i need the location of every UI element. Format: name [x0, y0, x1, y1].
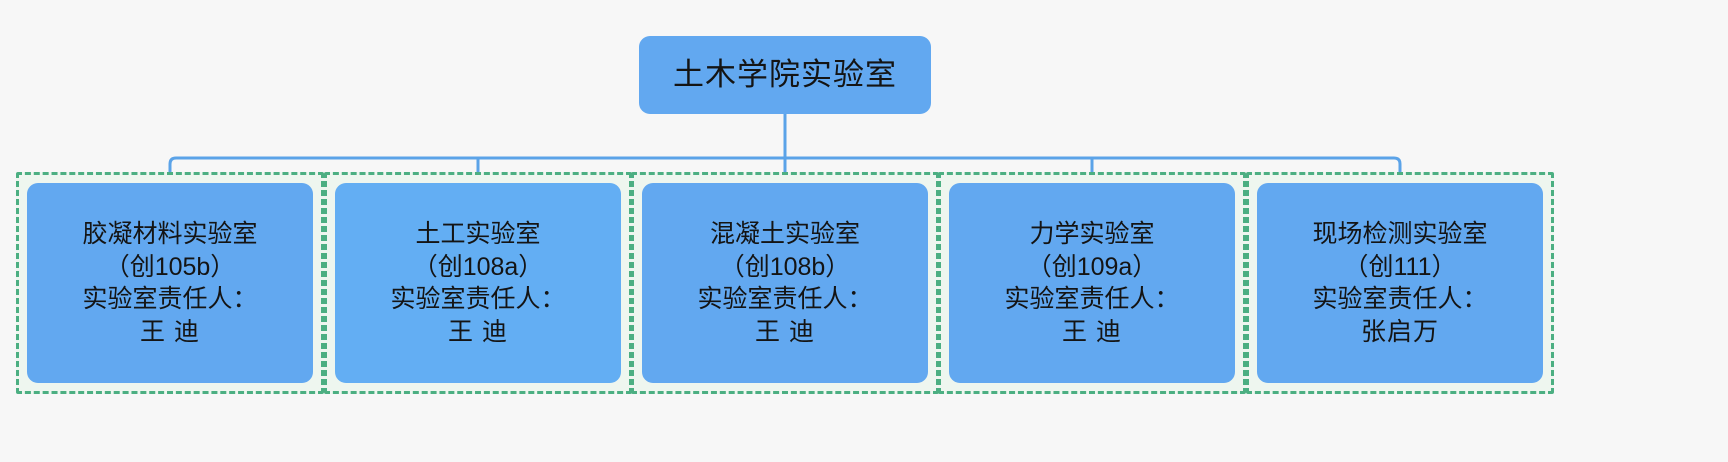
lab-node-2[interactable]: 土工实验室 （创108a） 实验室责任人： 王 迪 — [335, 183, 621, 383]
lab-node-4[interactable]: 力学实验室 （创109a） 实验室责任人： 王 迪 — [949, 183, 1235, 383]
lab-node-1[interactable]: 胶凝材料实验室 （创105b） 实验室责任人： 王 迪 — [27, 183, 313, 383]
lab-owner-label-5: 实验室责任人： — [1312, 285, 1488, 313]
root-node[interactable]: 土木学院实验室 — [639, 36, 931, 114]
lab-code-5: （创111） — [1343, 252, 1457, 281]
lab-name-4: 力学实验室 — [1029, 220, 1155, 248]
lab-group-4[interactable]: 力学实验室 （创109a） 实验室责任人： 王 迪 — [938, 172, 1246, 394]
lab-code-1: （创105b） — [104, 252, 236, 281]
lab-owner-name-1: 王 迪 — [140, 317, 200, 346]
lab-group-2[interactable]: 土工实验室 （创108a） 实验室责任人： 王 迪 — [324, 172, 632, 394]
lab-owner-label-2: 实验室责任人： — [390, 285, 566, 313]
lab-name-5: 现场检测实验室 — [1312, 220, 1488, 248]
lab-owner-name-4: 王 迪 — [1062, 317, 1122, 346]
lab-group-1[interactable]: 胶凝材料实验室 （创105b） 实验室责任人： 王 迪 — [16, 172, 324, 394]
lab-owner-name-5: 张启万 — [1360, 317, 1439, 346]
lab-name-3: 混凝土实验室 — [709, 220, 860, 248]
lab-group-3[interactable]: 混凝土实验室 （创108b） 实验室责任人： 王 迪 — [631, 172, 939, 394]
lab-group-5[interactable]: 现场检测实验室 （创111） 实验室责任人： 张启万 — [1246, 172, 1554, 394]
lab-code-3: （创108b） — [719, 252, 851, 281]
children-row: 胶凝材料实验室 （创105b） 实验室责任人： 王 迪 土工实验室 （创108a… — [0, 172, 1728, 397]
lab-owner-label-3: 实验室责任人： — [697, 285, 873, 313]
lab-code-4: （创109a） — [1026, 252, 1158, 281]
lab-name-2: 土工实验室 — [415, 220, 541, 248]
lab-name-1: 胶凝材料实验室 — [82, 220, 258, 248]
lab-node-3[interactable]: 混凝土实验室 （创108b） 实验室责任人： 王 迪 — [642, 183, 928, 383]
lab-owner-label-1: 实验室责任人： — [82, 285, 258, 313]
lab-owner-name-2: 王 迪 — [448, 317, 508, 346]
lab-owner-name-3: 王 迪 — [755, 317, 815, 346]
lab-code-2: （创108a） — [412, 252, 544, 281]
lab-owner-label-4: 实验室责任人： — [1004, 285, 1180, 313]
root-node-title: 土木学院实验室 — [673, 57, 897, 93]
lab-node-5[interactable]: 现场检测实验室 （创111） 实验室责任人： 张启万 — [1257, 183, 1543, 383]
